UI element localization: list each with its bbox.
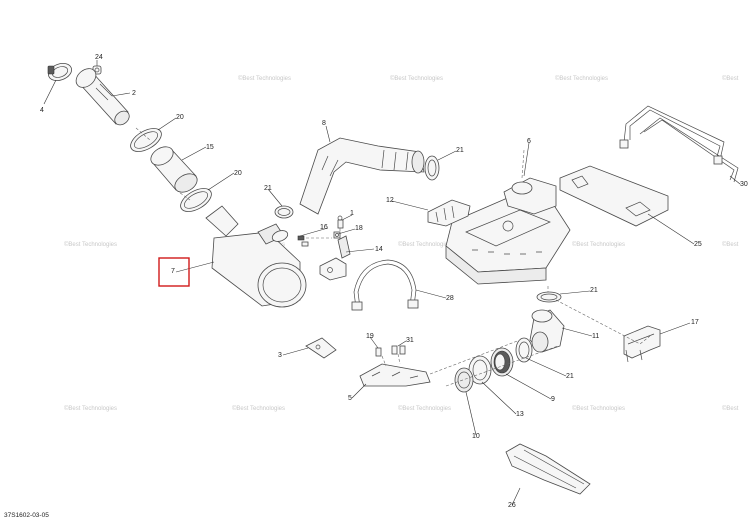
- airbox-part-6: [445, 177, 571, 285]
- watermark: ©Best Technologies: [398, 405, 451, 412]
- watermark: ©Best Technologies: [555, 75, 608, 82]
- callout-20-lower: 20: [234, 170, 242, 177]
- strap-part-30: [619, 105, 739, 183]
- callout-9: 9: [551, 396, 555, 403]
- callout-6: 6: [527, 138, 531, 145]
- watermark: ©Best Technologies: [232, 405, 285, 412]
- watermark: ©Best: [722, 75, 739, 82]
- callout-16: 16: [320, 224, 328, 231]
- watermark: ©Best Technologies: [64, 241, 117, 248]
- callout-30: 30: [740, 181, 748, 188]
- fastener-part-16: [297, 235, 309, 247]
- fastener-part-18: [333, 231, 341, 239]
- sleeve-part-15: [150, 146, 198, 193]
- watermark: ©Best: [722, 241, 739, 248]
- callout-10: 10: [472, 433, 480, 440]
- callouts: 24 2 4 20 15 20 8 21 6 12 21 1 16 18 14 …: [40, 54, 748, 509]
- callout-31: 31: [406, 337, 414, 344]
- clip-part-3: [305, 337, 337, 359]
- bracket-part-17: [623, 325, 661, 363]
- callout-8: 8: [322, 120, 326, 127]
- watermark: ©Best Technologies: [390, 75, 443, 82]
- callout-21-left: 21: [264, 185, 272, 192]
- clamp-part-20: [130, 128, 162, 152]
- watermark: ©Best Technologies: [64, 405, 117, 412]
- callout-20: 20: [176, 114, 184, 121]
- assembly-guide-lines: [135, 127, 651, 387]
- callout-25: 25: [694, 241, 702, 248]
- watermark: ©Best: [722, 405, 739, 412]
- watermark: ©Best Technologies: [238, 75, 291, 82]
- callout-21: 21: [456, 147, 464, 154]
- callout-7: 7: [171, 268, 175, 275]
- callout-28: 28: [446, 295, 454, 302]
- callout-17: 17: [691, 319, 699, 326]
- callout-1: 1: [350, 210, 354, 217]
- callout-2: 2: [132, 90, 136, 97]
- strap-part-28: [351, 259, 419, 311]
- callout-21-lower: 21: [566, 373, 574, 380]
- watermarks: ©Best Technologies ©Best Technologies ©B…: [64, 75, 739, 412]
- bolt-part-1: [337, 215, 344, 229]
- bracket-part-14: [319, 235, 351, 281]
- screw-part-19: [375, 347, 382, 357]
- callout-13: 13: [516, 411, 524, 418]
- callout-18: 18: [355, 225, 363, 232]
- ring-part-10: [454, 367, 474, 393]
- elbow-part-11: [529, 309, 565, 353]
- callout-3: 3: [278, 352, 282, 359]
- callout-4: 4: [40, 107, 44, 114]
- callout-12: 12: [386, 197, 394, 204]
- bracket-part-5: [359, 363, 431, 387]
- callout-14: 14: [375, 246, 383, 253]
- callout-15: 15: [206, 144, 214, 151]
- drawing-code: 37S1602-03-05: [4, 512, 49, 519]
- callout-24: 24: [95, 54, 103, 61]
- watermark: ©Best Technologies: [398, 241, 451, 248]
- leader-lines: [43, 60, 741, 506]
- callout-5: 5: [348, 395, 352, 402]
- watermark: ©Best Technologies: [572, 405, 625, 412]
- callout-21-ring: 21: [590, 287, 598, 294]
- screw-part-31: [391, 345, 406, 355]
- panel-part-25: [559, 165, 669, 227]
- clamp-part-21-ring: [536, 291, 562, 303]
- duct-part-8: [299, 137, 425, 215]
- cover-part-12: [427, 199, 471, 227]
- clamp-part-4: [47, 63, 73, 81]
- callout-26: 26: [508, 502, 516, 509]
- highlight-box: [158, 257, 190, 287]
- watermark: ©Best Technologies: [572, 241, 625, 248]
- duct-part-2: [75, 68, 130, 126]
- clamp-part-21-left: [274, 205, 294, 219]
- ring-part-9: [490, 347, 514, 377]
- housing-part-7: [205, 205, 307, 308]
- callout-19: 19: [366, 333, 374, 340]
- guard-part-26: [505, 443, 591, 495]
- clamp-part-21: [424, 155, 440, 181]
- callout-11: 11: [592, 333, 599, 340]
- clamp-part-20-lower: [180, 188, 212, 212]
